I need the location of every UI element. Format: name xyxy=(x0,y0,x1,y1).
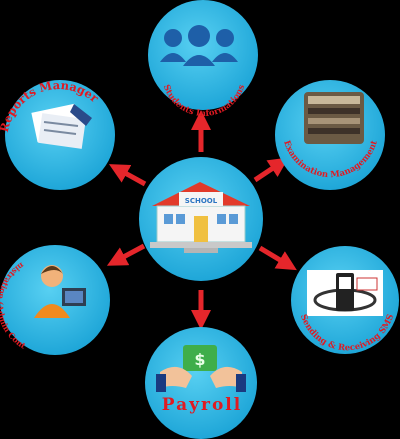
svg-text:$: $ xyxy=(194,350,205,369)
arrow-reports xyxy=(108,164,147,187)
module-payroll[interactable]: $ Payroll xyxy=(145,327,257,439)
students-group-icon xyxy=(160,25,238,66)
mobile-phone-icon xyxy=(307,270,383,316)
svg-text:Payroll: Payroll xyxy=(162,395,242,415)
money-hands-icon: $ xyxy=(156,345,246,392)
school-sign-text: SCHOOL xyxy=(185,197,218,205)
school-building-icon: SCHOOL xyxy=(150,182,252,253)
module-payroll-label: Payroll xyxy=(162,395,240,415)
exam-hall-icon xyxy=(304,92,364,144)
admin-user-icon xyxy=(34,265,86,318)
module-students[interactable]: Students Informations xyxy=(148,0,258,119)
module-sms[interactable]: Sending & Receiving SMS xyxy=(291,246,399,354)
connector-arrows xyxy=(106,110,297,330)
arrow-admin xyxy=(106,243,146,266)
module-reports[interactable]: Reports Manager xyxy=(0,78,115,190)
module-exam[interactable]: Examination Management xyxy=(275,80,385,190)
center-school-node[interactable]: SCHOOL xyxy=(139,157,263,281)
reports-papers-icon xyxy=(31,103,92,149)
arrow-sms xyxy=(258,245,297,271)
arrow-exam xyxy=(253,157,289,183)
